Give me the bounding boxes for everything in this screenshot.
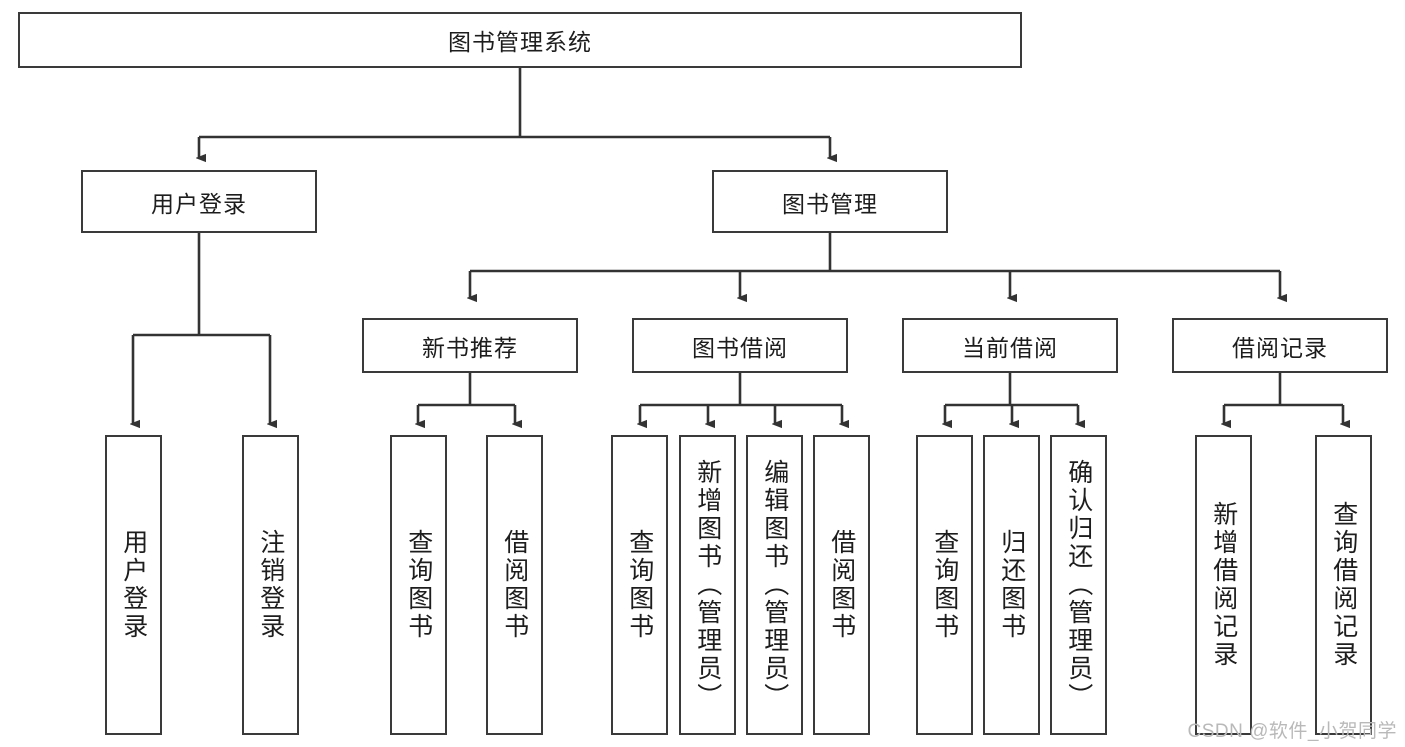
node-label: 当前借阅 [962, 334, 1058, 361]
node-label: 图书借阅 [692, 334, 788, 361]
leaf-user-login[interactable]: 用户登录 [105, 435, 162, 735]
node-label: 编辑图书（管理员） [760, 459, 789, 711]
node-label: 借阅图书 [500, 529, 529, 641]
node-label: 查询图书 [625, 529, 654, 641]
node-borrow-records[interactable]: 借阅记录 [1172, 318, 1388, 373]
node-user-login[interactable]: 用户登录 [81, 170, 317, 233]
node-new-book-recommend[interactable]: 新书推荐 [362, 318, 578, 373]
node-label: 图书管理 [782, 190, 878, 217]
node-label: 查询借阅记录 [1329, 501, 1358, 669]
leaf-borrow-book-recommend[interactable]: 借阅图书 [486, 435, 543, 735]
node-label: 借阅记录 [1232, 334, 1328, 361]
leaf-add-borrow-record[interactable]: 新增借阅记录 [1195, 435, 1252, 735]
leaf-borrow-book[interactable]: 借阅图书 [813, 435, 870, 735]
node-label: 新增借阅记录 [1209, 501, 1238, 669]
node-book-management[interactable]: 图书管理 [712, 170, 948, 233]
leaf-add-book-admin[interactable]: 新增图书（管理员） [679, 435, 736, 735]
node-book-borrow[interactable]: 图书借阅 [632, 318, 848, 373]
leaf-edit-book-admin[interactable]: 编辑图书（管理员） [746, 435, 803, 735]
leaf-query-book-current[interactable]: 查询图书 [916, 435, 973, 735]
node-label: 图书管理系统 [448, 29, 592, 55]
node-current-borrow[interactable]: 当前借阅 [902, 318, 1118, 373]
watermark: CSDN @软件_小贺同学 [1187, 721, 1397, 742]
leaf-query-book-borrow[interactable]: 查询图书 [611, 435, 668, 735]
node-label: 查询图书 [404, 529, 433, 641]
leaf-confirm-return-admin[interactable]: 确认归还（管理员） [1050, 435, 1107, 735]
leaf-logout[interactable]: 注销登录 [242, 435, 299, 735]
node-label: 用户登录 [151, 190, 247, 217]
leaf-return-book[interactable]: 归还图书 [983, 435, 1040, 735]
node-root-system[interactable]: 图书管理系统 [18, 12, 1022, 68]
node-label: 确认归还（管理员） [1064, 459, 1093, 711]
node-label: 归还图书 [997, 529, 1026, 641]
node-label: 注销登录 [256, 529, 285, 641]
node-label: 借阅图书 [827, 529, 856, 641]
node-label: 新增图书（管理员） [693, 459, 722, 711]
node-label: 新书推荐 [422, 334, 518, 361]
node-label: 查询图书 [930, 529, 959, 641]
node-label: 用户登录 [119, 529, 148, 641]
leaf-query-book-recommend[interactable]: 查询图书 [390, 435, 447, 735]
leaf-query-borrow-record[interactable]: 查询借阅记录 [1315, 435, 1372, 735]
